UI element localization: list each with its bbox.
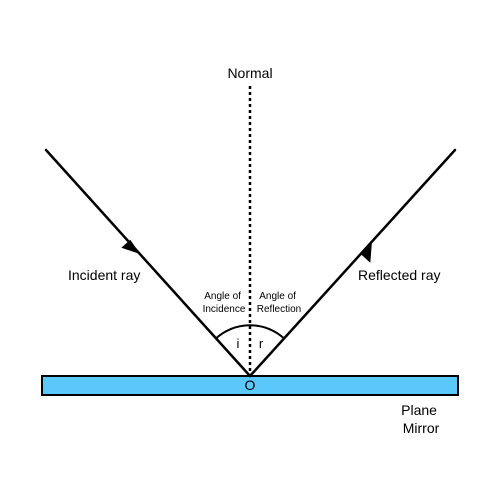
reflected-ray <box>248 148 457 378</box>
incident-ray-arrowhead <box>121 239 140 254</box>
reflected-ray-label: Reflected ray <box>358 267 440 283</box>
angle-of-incidence-label: Angle of Incidence <box>203 291 246 315</box>
angle-i-label: i <box>237 336 240 351</box>
normal-label: Normal <box>227 65 272 81</box>
reflected-ray-arrowhead <box>361 241 372 263</box>
incident-ray <box>44 148 252 378</box>
angle-of-reflection-label: Angle of Reflection <box>257 291 301 315</box>
point-o-label: O <box>245 377 256 393</box>
angle-r-label: r <box>259 336 264 351</box>
angle-arc <box>215 324 285 340</box>
plane-mirror-label: Plane Mirror <box>401 402 441 436</box>
incident-ray-label: Incident ray <box>68 267 140 283</box>
